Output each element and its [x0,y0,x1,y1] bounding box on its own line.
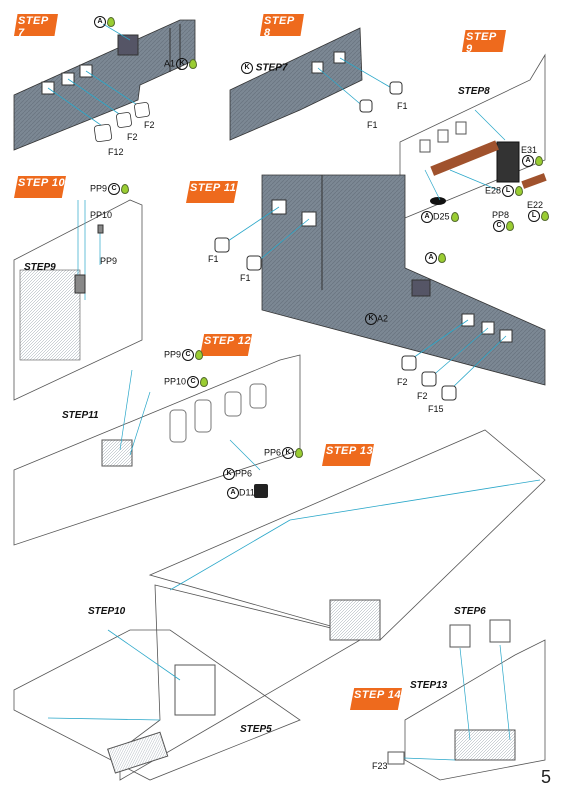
glue-icon [438,253,446,263]
marker-k: K [241,62,253,74]
title-step8: STEP8 [458,86,490,97]
step13-drawing [13,429,546,781]
step12-drawing [13,354,301,546]
glue-icon [189,59,198,69]
step-7-flag: STEP 7 [14,14,58,39]
step8-drawing [229,27,403,141]
glue-icon [195,350,204,360]
step-8-flag: STEP 8 [260,14,304,39]
title-step5: STEP5 [240,724,272,735]
step-13-flag: STEP 13 [322,444,374,466]
glue-icon [121,184,130,194]
step7-drawing [13,19,196,151]
part-f1: F1 [397,101,408,111]
title-step7: K STEP7 [240,62,287,74]
glue-icon [515,186,524,196]
part-f15: F15 [428,404,444,414]
part-f23: F23 [372,761,388,771]
callout-a-glue: A [424,252,446,264]
glue-icon [541,211,549,221]
part-f2: F2 [144,120,155,130]
part-f1: F1 [367,120,378,130]
glue-icon [107,17,115,27]
glue-icon [295,448,304,458]
step14-drawing [387,619,546,781]
part-f1: F1 [208,254,219,264]
step-11-flag: STEP 11 [186,181,238,203]
part-f2: F2 [417,391,428,401]
glue-icon [200,377,209,387]
part-pp10: PP10 [90,210,113,220]
part-pp9: PP9 [100,256,118,266]
callout-a-glue: A [93,16,115,28]
step-14-flag: STEP 14 [350,688,402,710]
step9-drawing [399,53,547,221]
step-12-flag: STEP 12 [200,334,252,356]
title-step13: STEP13 [410,680,448,691]
glue-icon [535,156,543,166]
part-f1: F1 [240,273,251,283]
title-step9: STEP9 [24,262,56,273]
step10-drawing [13,199,143,401]
part-f2: F2 [397,377,408,387]
title-step10: STEP10 [88,606,126,617]
title-step6: STEP6 [454,606,486,617]
title-step11: STEP11 [62,410,99,421]
part-f2: F2 [127,132,138,142]
step-9-flag: STEP 9 [462,30,506,55]
glue-icon [506,221,514,231]
step-10-flag: STEP 10 [14,176,66,198]
glue-icon [450,212,459,222]
page-number: 5 [540,767,551,787]
part-f12: F12 [108,147,124,157]
step11-drawing [214,174,546,401]
